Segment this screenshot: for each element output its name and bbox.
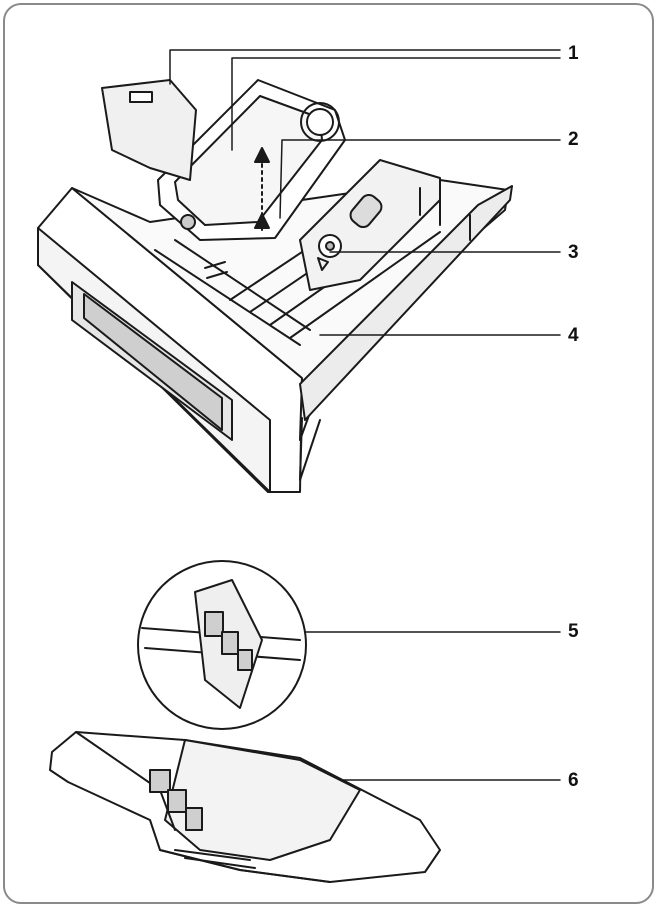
- insert-float-cap: [306, 108, 334, 136]
- leader-line-1b: [231, 57, 561, 151]
- tray-posts: [419, 187, 471, 241]
- tray-slots: [204, 261, 228, 279]
- insert-shell-top: [164, 739, 361, 861]
- callout-2: 2: [568, 129, 579, 150]
- tray-rib-2: [174, 239, 311, 331]
- callout-5: 5: [568, 621, 579, 642]
- insert-inner: [174, 95, 323, 226]
- insert-shell-slats: [174, 849, 256, 869]
- detail-tab-2: [221, 631, 239, 655]
- drawer-handle-inner: [83, 293, 223, 431]
- detail-tab-3: [237, 649, 253, 671]
- callout-3: 3: [568, 242, 579, 263]
- tray-rib-1: [154, 249, 301, 346]
- leader-line-1a: [169, 49, 561, 85]
- insert-arrow-head-lower: [254, 213, 270, 229]
- drawer-rear-edge: [299, 417, 321, 481]
- liquid-detergent-insert: [157, 79, 346, 241]
- callout-4: 4: [568, 325, 579, 346]
- insert-float-ring: [300, 102, 340, 142]
- callout-1: 1: [568, 43, 579, 64]
- siphon-slot: [349, 193, 383, 229]
- tray-rib-6: [289, 231, 441, 339]
- insert-shell-bottom-ridge: [159, 849, 331, 883]
- insert-arrow-head: [254, 147, 270, 163]
- insert-latch-1: [149, 769, 171, 793]
- leader-line-2: [279, 139, 561, 219]
- insert-screw: [180, 214, 196, 230]
- siphon-arrow: [317, 257, 329, 271]
- siphon-cap-center: [325, 241, 335, 251]
- drawer-side-rail: [299, 185, 513, 421]
- insert-latch-3: [185, 807, 203, 831]
- detail-magnifier: [137, 560, 307, 730]
- detail-tab-1: [204, 611, 224, 637]
- insert-bottom-view: [49, 731, 441, 883]
- flap-tab: [129, 91, 153, 103]
- detergent-drawer: [37, 159, 513, 493]
- insert-latch-2: [167, 789, 187, 813]
- callout-6: 6: [568, 770, 579, 791]
